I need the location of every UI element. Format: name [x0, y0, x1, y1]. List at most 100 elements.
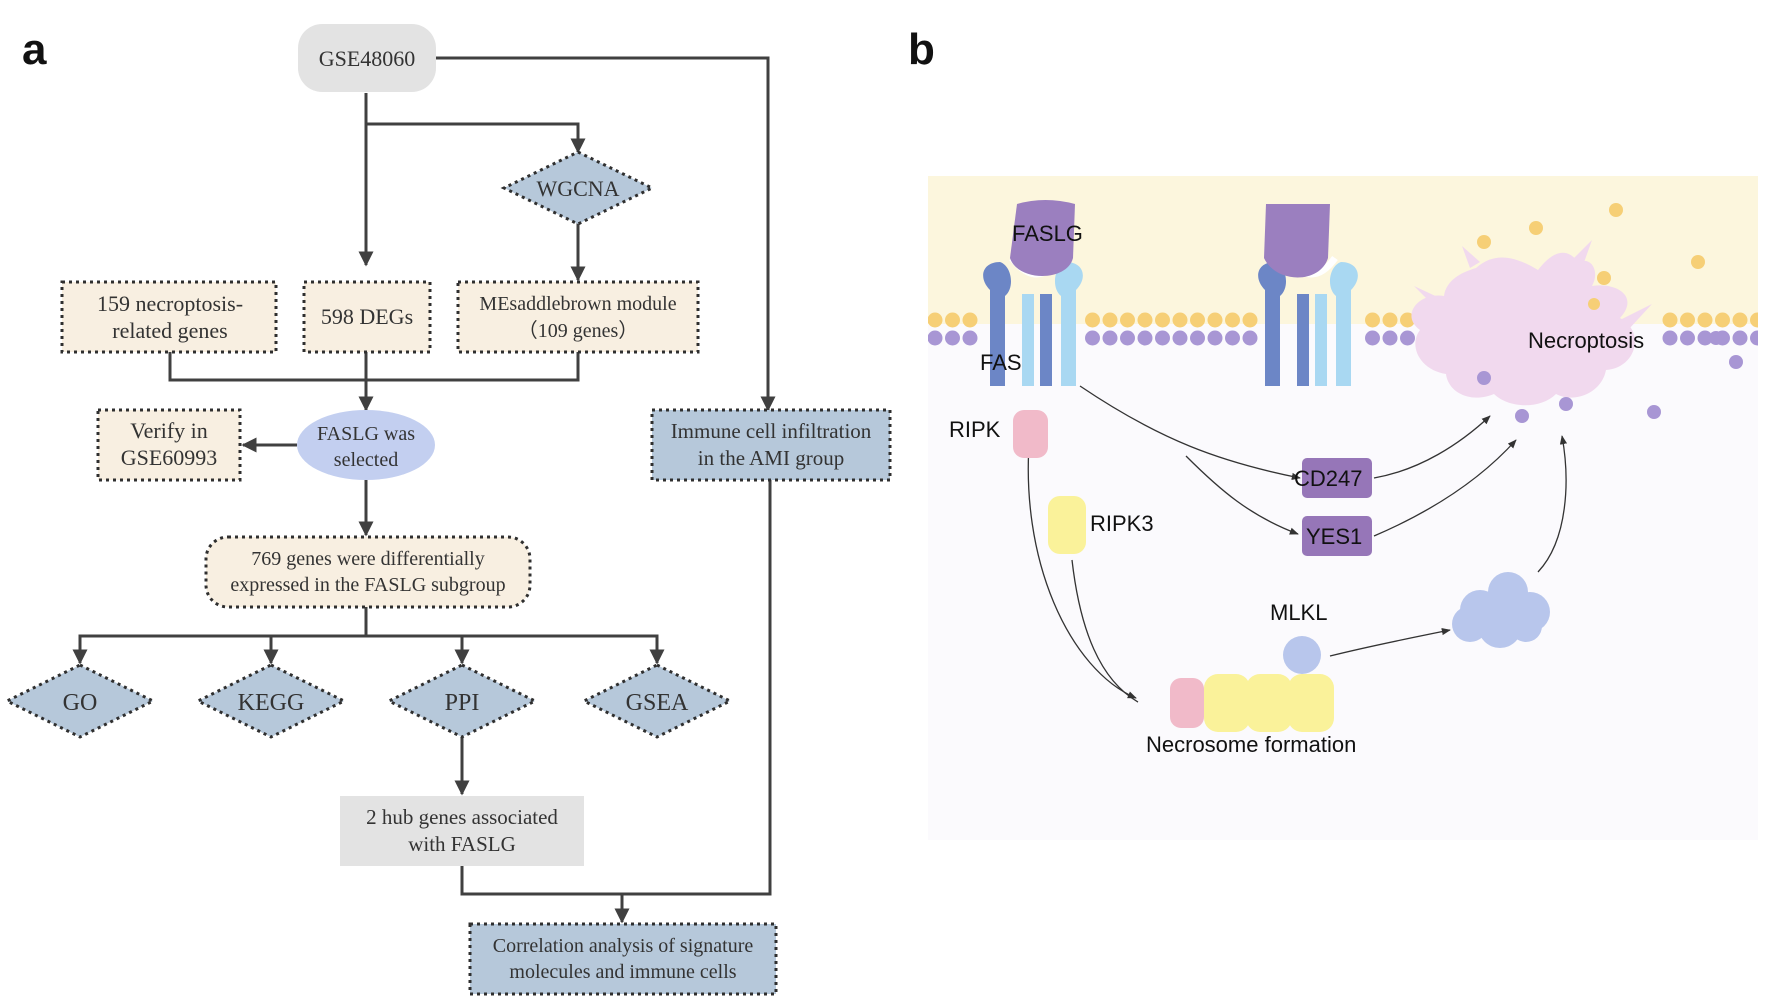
arrow-ripk-to-necrosome: [1027, 431, 1137, 699]
membrane-bead-outer: [1662, 312, 1678, 328]
node-diff-text-2: expressed in the FASLG subgroup: [230, 574, 505, 596]
pathway-arrows: [1027, 385, 1568, 703]
receptor-complex-1: [983, 200, 1083, 386]
mlkl-oligomer-cluster: [1452, 572, 1550, 648]
membrane-bead-outer: [1207, 312, 1223, 328]
node-immune-text-2: in the AMI group: [698, 446, 844, 470]
panel-b-label: b: [908, 25, 935, 74]
arrow-fas-to-yes1: [1185, 455, 1299, 535]
node-immune-text-1: Immune cell infiltration: [671, 419, 872, 443]
merge-line: [168, 352, 580, 382]
membrane-bead-outer: [1715, 312, 1730, 328]
arrow-cluster-to-necroptosis: [1537, 435, 1568, 573]
membrane-bead-inner: [1400, 330, 1415, 346]
arrow-source-to-wgcna: [366, 122, 586, 154]
panel-b: b: [908, 25, 1758, 840]
receptor-complex-2: [1258, 204, 1358, 386]
node-ppi-text: PPI: [445, 690, 480, 716]
node-wgcna: WGCNA: [500, 150, 656, 226]
node-faslg-text-1: FASLG was: [317, 423, 415, 445]
node-necroptosis-text-1: 159 necroptosis-: [97, 291, 243, 316]
merge-line-bottom: [460, 480, 772, 896]
node-hub-text-2: with FASLG: [408, 832, 516, 856]
node-hub-text-1: 2 hub genes associated: [366, 805, 558, 829]
yes1-box: [1302, 516, 1372, 556]
membrane-bead-outer: [1732, 312, 1748, 328]
node-corr-text-1: Correlation analysis of signature: [493, 935, 754, 957]
debris-dot: [1529, 221, 1543, 235]
node-verify: Verify in GSE60993: [96, 408, 242, 482]
membrane-bead-inner: [1085, 330, 1100, 346]
node-ppi: PPI: [385, 663, 539, 739]
membrane-bead-outer: [1242, 312, 1258, 328]
node-diff-text-1: 769 genes were differentially: [251, 548, 484, 570]
membrane-bead-outer: [1680, 312, 1695, 328]
debris-dot: [1597, 271, 1611, 285]
membrane-bead-inner: [1365, 330, 1380, 346]
label-faslg: FASLG: [1012, 221, 1083, 246]
membrane-bead-inner: [1382, 330, 1398, 346]
membrane-bead-outer: [1365, 312, 1380, 328]
fas-receptor-light-2: [1329, 262, 1358, 386]
node-faslg-text-2: selected: [334, 449, 398, 471]
node-necroptosis-text-2: related genes: [112, 318, 227, 343]
node-verify-text-1: Verify in: [130, 418, 208, 443]
label-necrosome: Necrosome formation: [1146, 732, 1356, 757]
membrane-bead-outer: [1697, 312, 1713, 328]
membrane-bead-outer: [1190, 312, 1205, 328]
node-module-text-1: MEsaddlebrown module: [479, 293, 676, 315]
node-faslg-selected: FASLG was selected: [297, 410, 435, 480]
arrow-diff-to-gsea: [366, 634, 665, 665]
debris-dot: [1515, 409, 1529, 423]
ripk-protein: [1013, 410, 1048, 458]
flow-connectors: [72, 56, 776, 924]
node-correlation: Correlation analysis of signature molecu…: [468, 922, 778, 996]
necroptotic-cell: [1411, 240, 1652, 406]
label-fas: FAS: [980, 350, 1022, 375]
arrow-cd247-to-necroptosis: [1373, 415, 1491, 479]
arrow-yes1-to-necroptosis: [1373, 439, 1517, 537]
panel-a: a GSE48060 WGCNA: [3, 24, 892, 996]
label-ripk: RIPK: [949, 417, 1001, 442]
label-necroptosis: Necroptosis: [1528, 328, 1644, 353]
membrane-bead-outer: [928, 312, 943, 328]
debris-dot: [1609, 203, 1623, 217]
debris-dot: [1477, 371, 1491, 385]
membrane-bead-inner: [945, 330, 960, 346]
debris-dot: [1729, 355, 1743, 369]
node-degs-text: 598 DEGs: [321, 304, 413, 329]
membrane-bead-inner: [1190, 330, 1205, 346]
membrane-bead-inner: [1207, 330, 1223, 346]
necrosome-complex: [1170, 674, 1334, 732]
node-module-text-2: （109 genes）: [518, 319, 639, 342]
node-necroptosis-genes: 159 necroptosis- related genes: [60, 280, 278, 354]
debris-dot: [1588, 298, 1600, 310]
arrow-ripk3-to-necrosome: [1071, 559, 1139, 703]
node-kegg: KEGG: [194, 663, 348, 739]
membrane-bead-inner: [1750, 330, 1758, 346]
membrane-bead-inner: [1697, 330, 1713, 346]
node-go: GO: [3, 663, 157, 739]
fas-receptor-dark: [983, 262, 1012, 386]
label-cd247: CD247: [1294, 466, 1362, 491]
faslg-ligand: [1010, 204, 1075, 276]
membrane-bead-outer: [1172, 312, 1188, 328]
fas-stalk-light: [1022, 294, 1034, 386]
node-go-text: GO: [63, 690, 98, 716]
fas-receptor-dark-2: [1258, 262, 1287, 386]
fas-receptor-light: [1054, 262, 1083, 386]
node-degs: 598 DEGs: [302, 280, 432, 354]
necroptosis-debris: [1477, 203, 1743, 423]
membrane-bead-outer: [1085, 312, 1100, 328]
fas-stalk-dark-2: [1297, 294, 1309, 386]
label-mlkl: MLKL: [1270, 600, 1327, 625]
label-ripk3: RIPK3: [1090, 511, 1154, 536]
debris-dot: [1559, 397, 1573, 411]
membrane-bead-outer: [1400, 312, 1415, 328]
membrane-bead-inner: [1242, 330, 1258, 346]
node-gsea-text: GSEA: [626, 690, 689, 716]
node-immune: Immune cell infiltration in the AMI grou…: [650, 408, 892, 482]
debris-dot: [1709, 331, 1723, 345]
arrow-source-to-immune: [435, 56, 776, 412]
cd247-box: [1302, 458, 1372, 498]
